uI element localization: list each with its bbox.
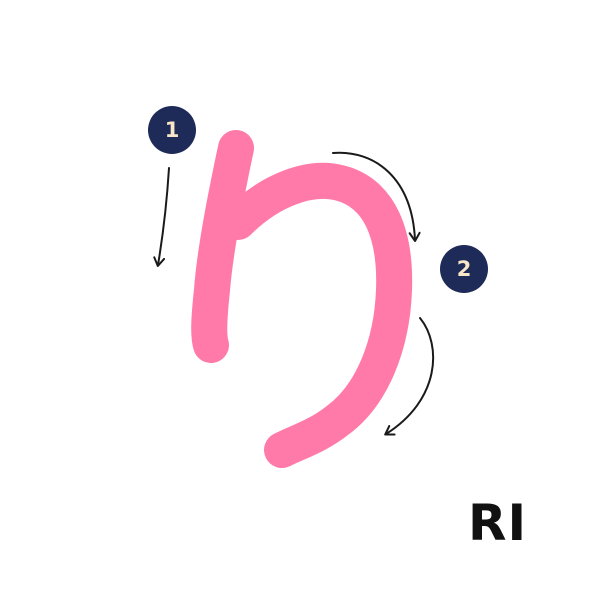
romaji-label: RI [468,494,528,552]
stroke-2-direction-arrow-lower [384,317,435,436]
stroke-number-2: 2 [456,256,472,281]
stroke-1-direction-arrow [153,167,170,267]
stroke-2-direction-arrow-upper [332,151,421,242]
stroke-number-badge-1: 1 [148,106,196,154]
hiragana-ri-stroke-1 [191,130,254,363]
stroke-number-1: 1 [164,117,180,142]
hiragana-ri-stroke-2 [220,162,413,468]
stroke-number-badge-2: 2 [440,245,488,293]
